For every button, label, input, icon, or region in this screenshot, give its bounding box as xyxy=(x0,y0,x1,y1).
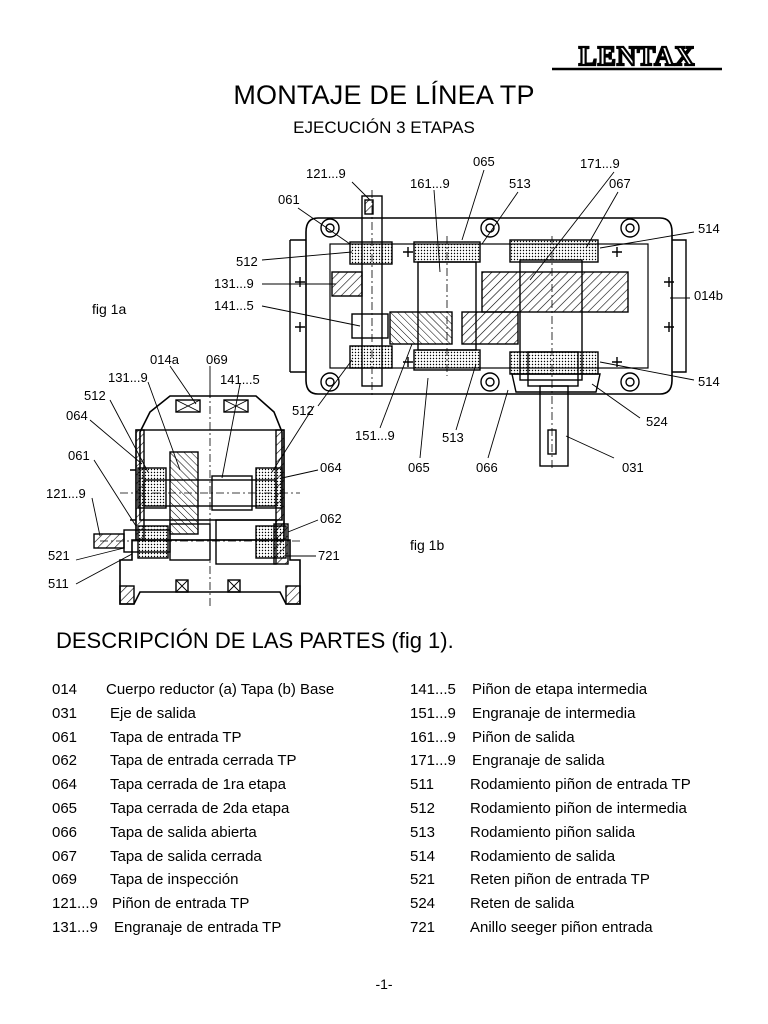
callout-064-a-right: 064 xyxy=(320,460,342,475)
part-code: 513 xyxy=(410,823,436,841)
page-subtitle: EJECUCIÓN 3 ETAPAS xyxy=(293,118,475,137)
part-description: Anillo seeger piñon entrada xyxy=(470,918,653,936)
callout-521: 521 xyxy=(48,548,70,563)
callout-062: 062 xyxy=(320,511,342,526)
callout-721: 721 xyxy=(318,548,340,563)
callout-014a: 014a xyxy=(150,352,180,367)
callout-121-9-b: 121...9 xyxy=(306,166,346,181)
part-code: 524 xyxy=(410,895,436,913)
callout-065-top: 065 xyxy=(473,154,495,169)
part-description: Piñon de salida xyxy=(472,728,575,746)
callout-069: 069 xyxy=(206,352,228,367)
part-description: Tapa de entrada TP xyxy=(110,728,242,746)
callout-512-b-lower: 512 xyxy=(292,403,314,418)
part-code: 512 xyxy=(410,799,436,817)
part-code: 067 xyxy=(52,847,78,865)
part-description: Tapa de salida abierta xyxy=(110,823,257,841)
part-description: Tapa de inspección xyxy=(110,871,239,889)
part-code: 151...9 xyxy=(410,704,456,722)
callout-151-9: 151...9 xyxy=(355,428,395,443)
part-code: 031 xyxy=(52,704,78,722)
callout-511: 511 xyxy=(48,576,69,591)
part-code: 064 xyxy=(52,776,78,794)
callout-064-a-left: 064 xyxy=(66,408,88,423)
part-description: Engranaje de salida xyxy=(472,752,605,770)
fig-1b-leaders xyxy=(261,169,695,459)
callout-031: 031 xyxy=(622,460,644,475)
gearbox-drawing: 121...9 065 171...9 161...9 513 067 061 … xyxy=(46,154,723,606)
callout-131-9-b: 131...9 xyxy=(214,276,254,291)
fig-1b-drawing xyxy=(289,190,687,470)
callout-066: 066 xyxy=(476,460,498,475)
part-description: Engranaje de intermedia xyxy=(472,704,636,722)
part-description: Tapa cerrada de 1ra etapa xyxy=(110,776,286,794)
part-description: Piñon de entrada TP xyxy=(112,895,250,913)
callout-512-b-upper: 512 xyxy=(236,254,258,269)
part-code: 521 xyxy=(410,871,436,889)
part-code: 161...9 xyxy=(410,728,456,746)
part-code: 514 xyxy=(410,847,436,865)
brand-logo: LENTAX xyxy=(548,38,726,74)
callout-121-9-a: 121...9 xyxy=(46,486,86,501)
part-description: Tapa cerrada de 2da etapa xyxy=(110,799,290,817)
callout-141-5-a: 141...5 xyxy=(220,372,260,387)
page-number: -1- xyxy=(375,976,393,992)
part-code: 065 xyxy=(52,799,78,817)
callout-514-bottom: 514 xyxy=(698,374,720,389)
part-description: Cuerpo reductor (a) Tapa (b) Base xyxy=(106,681,335,698)
part-description: Engranaje de entrada TP xyxy=(114,918,282,936)
callout-065-bottom: 065 xyxy=(408,460,430,475)
part-code: 061 xyxy=(52,728,78,746)
part-description: Rodamiento de salida xyxy=(470,847,616,865)
fig-1a-drawing xyxy=(93,390,301,606)
part-description: Rodamiento piñon de entrada TP xyxy=(470,776,691,794)
callout-514-top: 514 xyxy=(698,221,720,236)
part-code: 511 xyxy=(410,776,434,794)
part-description: Tapa de salida cerrada xyxy=(110,847,262,865)
callout-061-a: 061 xyxy=(68,448,90,463)
part-code: 069 xyxy=(52,871,78,889)
callout-524: 524 xyxy=(646,414,668,429)
part-code: 131...9 xyxy=(52,918,98,936)
fig-1a-leaders xyxy=(75,365,319,585)
part-description: Piñon de etapa intermedia xyxy=(472,681,648,698)
part-description: Rodamiento piñon salida xyxy=(470,823,636,841)
page-title: MONTAJE DE LÍNEA TP xyxy=(233,80,535,110)
callout-014b: 014b xyxy=(694,288,723,303)
brand-text: LENTAX xyxy=(579,41,696,71)
part-code: 066 xyxy=(52,823,78,841)
part-description: Eje de salida xyxy=(110,704,196,722)
callout-131-9-a: 131...9 xyxy=(108,370,148,385)
callout-171-9: 171...9 xyxy=(580,156,620,171)
callout-512-a-left: 512 xyxy=(84,388,106,403)
part-code: 171...9 xyxy=(410,752,456,770)
callout-513-bottom: 513 xyxy=(442,430,464,445)
part-code: 121...9 xyxy=(52,895,98,913)
callout-061-b: 061 xyxy=(278,192,300,207)
part-code: 062 xyxy=(52,752,78,770)
part-description: Reten de salida xyxy=(470,895,575,913)
callout-161-9: 161...9 xyxy=(410,176,450,191)
callout-513-top: 513 xyxy=(509,176,531,191)
part-description: Tapa de entrada cerrada TP xyxy=(110,752,297,770)
fig-1b-label: fig 1b xyxy=(410,537,444,553)
part-code: 141...5 xyxy=(410,681,456,698)
callout-067: 067 xyxy=(609,176,631,191)
callout-141-5-b: 141...5 xyxy=(214,298,254,313)
fig-1a-label: fig 1a xyxy=(92,301,126,317)
part-description: Reten piñon de entrada TP xyxy=(470,871,650,889)
part-code: 014 xyxy=(52,681,78,698)
section-title: DESCRIPCIÓN DE LAS PARTES (fig 1). xyxy=(56,628,454,653)
part-description: Rodamiento piñon de intermedia xyxy=(470,799,687,817)
part-code: 721 xyxy=(410,918,436,936)
